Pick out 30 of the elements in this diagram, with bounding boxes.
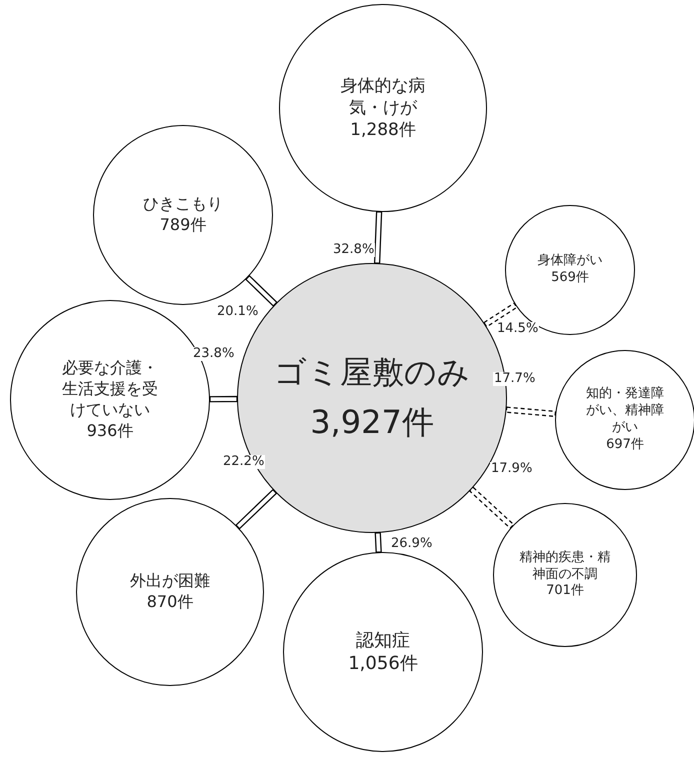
count-text: 1,056件 (348, 652, 418, 676)
category-name: 身体障がい (538, 253, 602, 270)
connector-line (506, 406, 556, 418)
category-name: 知的・発達障がい、精神障がい (585, 386, 665, 437)
connector-line (245, 274, 278, 307)
count-text: 569件 (551, 270, 589, 287)
connector-line (235, 488, 278, 530)
count-text: 870件 (146, 592, 194, 613)
edge-label: 32.8% (332, 243, 376, 258)
connector-line (483, 302, 518, 328)
count-text: 701件 (546, 583, 584, 600)
edge-label: 17.7% (493, 372, 536, 386)
count-text: 936件 (86, 420, 134, 442)
category-name: 精神的疾患・精神面の不調 (518, 550, 612, 584)
connector-line (468, 486, 514, 530)
count-text: 3,927件 (310, 402, 434, 443)
category-name: 認知症 (356, 628, 410, 652)
connector-line (209, 396, 238, 402)
category-name: 外出が困難 (130, 571, 210, 592)
edge-label: 23.8% (192, 347, 236, 362)
count-text: 697件 (606, 436, 644, 454)
count-text: 1,288件 (350, 119, 416, 142)
edge-label: 22.2% (222, 455, 266, 470)
count-text: 789件 (160, 215, 206, 236)
connector-line (374, 211, 382, 264)
connector-line (374, 532, 382, 553)
category-name: 身体的な病気・けが (340, 74, 426, 120)
category-name: 必要な介護・生活支援を受けていない (61, 358, 159, 421)
category-name: ひきこもり (143, 194, 223, 215)
category-name: ゴミ屋敷のみ (274, 352, 470, 394)
